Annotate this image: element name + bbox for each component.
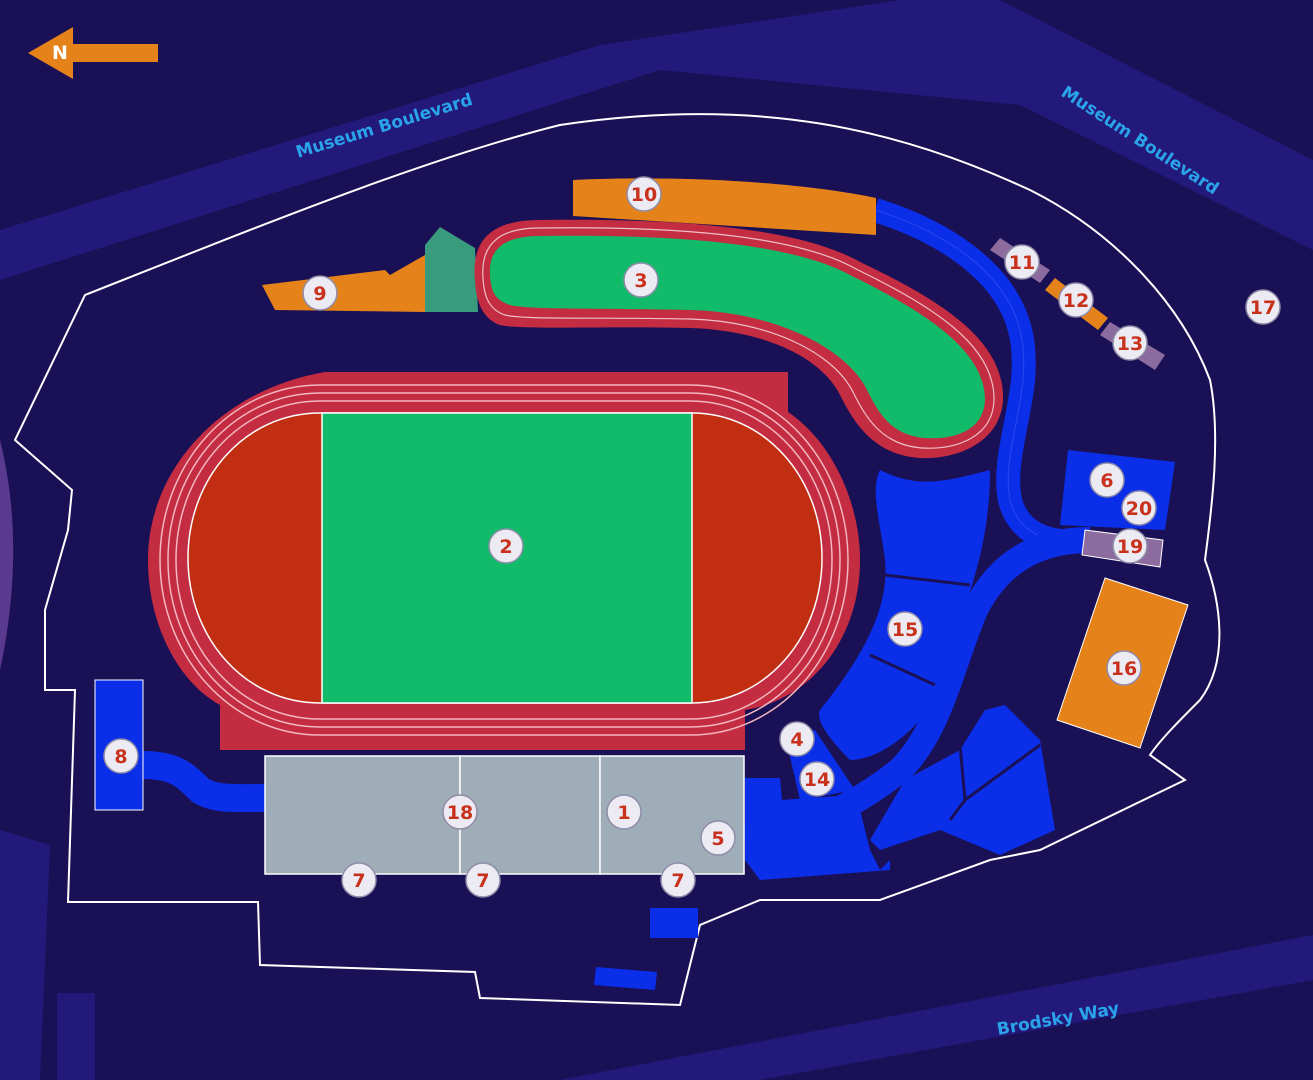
zone-marker-circle bbox=[1245, 289, 1281, 325]
zone-marker-10[interactable]: 10 bbox=[626, 176, 662, 212]
zone-marker-label: 6 bbox=[1100, 470, 1113, 492]
zone-marker-12[interactable]: 12 bbox=[1058, 282, 1094, 318]
zone-marker-circle bbox=[700, 820, 736, 856]
zone-marker-label: 7 bbox=[671, 870, 684, 892]
zone-marker-3[interactable]: 3 bbox=[623, 262, 659, 298]
zone-marker-circle bbox=[465, 862, 501, 898]
zone-9-teal-wedge bbox=[425, 227, 478, 312]
zone-marker-1[interactable]: 1 bbox=[606, 794, 642, 830]
zone-18-grandstand bbox=[264, 755, 461, 875]
zone-2-lanes-mid bbox=[167, 392, 841, 728]
zone-marker-circle bbox=[626, 176, 662, 212]
zone-marker-label: 4 bbox=[790, 729, 803, 751]
zone-marker-circle bbox=[799, 761, 835, 797]
zone-marker-20[interactable]: 20 bbox=[1121, 490, 1157, 526]
zone-southeast-stands bbox=[745, 778, 890, 880]
road-southwest-strip bbox=[57, 993, 95, 1080]
zone-south-box-b bbox=[594, 967, 657, 990]
zone-marker-4[interactable]: 4 bbox=[779, 721, 815, 757]
zone-south-box-a bbox=[650, 908, 698, 938]
zone-2-lanes-outer bbox=[159, 384, 849, 736]
zone-3-field bbox=[489, 235, 985, 439]
zone-marker-2[interactable]: 2 bbox=[488, 528, 524, 564]
zone-marker-6[interactable]: 6 bbox=[1089, 462, 1125, 498]
zone-marker-16[interactable]: 16 bbox=[1106, 650, 1142, 686]
zone-marker-label: 1 bbox=[617, 802, 630, 824]
zone-marker-19[interactable]: 19 bbox=[1112, 528, 1148, 564]
zone-marker-label: 16 bbox=[1111, 658, 1137, 680]
zone-15-divider-b bbox=[869, 653, 936, 687]
zone-marker-circle bbox=[779, 721, 815, 757]
river-edge bbox=[0, 440, 14, 670]
zone-marker-13[interactable]: 13 bbox=[1112, 325, 1148, 361]
zone-marker-7[interactable]: 7 bbox=[660, 862, 696, 898]
zone-marker-label: 17 bbox=[1250, 297, 1276, 319]
zone-marker-8[interactable]: 8 bbox=[103, 738, 139, 774]
zone-marker-14[interactable]: 14 bbox=[799, 761, 835, 797]
zone-15-divider-a bbox=[884, 573, 971, 587]
zone-marker-circle bbox=[660, 862, 696, 898]
walkway-east-outline bbox=[874, 209, 1091, 543]
walkway-east bbox=[871, 198, 1092, 554]
zone-marker-label: 9 bbox=[313, 283, 326, 305]
north-arrow: N bbox=[28, 27, 158, 79]
zone-marker-circle bbox=[1112, 528, 1148, 564]
north-arrow-shape bbox=[28, 27, 158, 79]
zone-marker-circle bbox=[1058, 282, 1094, 318]
north-arrow-label: N bbox=[52, 42, 68, 64]
venue-boundary bbox=[13, 113, 1221, 1007]
zone-marker-7[interactable]: 7 bbox=[341, 862, 377, 898]
zone-marker-17[interactable]: 17 bbox=[1245, 289, 1281, 325]
zone-marker-11[interactable]: 11 bbox=[1004, 244, 1040, 280]
zone-marker-circle bbox=[341, 862, 377, 898]
zone-marker-circle bbox=[1121, 490, 1157, 526]
zone-9-building bbox=[262, 255, 425, 312]
road-brodsky-way bbox=[560, 935, 1313, 1080]
zone-marker-circle bbox=[1106, 650, 1142, 686]
zone-marker-circle bbox=[488, 528, 524, 564]
zone-marker-circle bbox=[1089, 462, 1125, 498]
zone-marker-5[interactable]: 5 bbox=[700, 820, 736, 856]
zone-marker-label: 12 bbox=[1063, 290, 1089, 312]
zone-marker-label: 20 bbox=[1126, 498, 1152, 520]
zone-2-lanes-inner bbox=[175, 400, 833, 720]
zone-marker-label: 3 bbox=[634, 270, 647, 292]
road-west-strip bbox=[0, 830, 50, 1080]
zone-grandstand-middle bbox=[459, 755, 601, 875]
zone-marker-7[interactable]: 7 bbox=[465, 862, 501, 898]
zone-marker-18[interactable]: 18 bbox=[442, 794, 478, 830]
zone-marker-circle bbox=[606, 794, 642, 830]
zone-marker-9[interactable]: 9 bbox=[302, 275, 338, 311]
zone-marker-label: 7 bbox=[476, 870, 489, 892]
zone-marker-label: 18 bbox=[447, 802, 473, 824]
zone-marker-label: 2 bbox=[499, 536, 512, 558]
zone-east-divider-b bbox=[964, 743, 1041, 802]
zone-marker-circle bbox=[442, 794, 478, 830]
zone-marker-label: 7 bbox=[352, 870, 365, 892]
zone-marker-label: 8 bbox=[114, 746, 127, 768]
zone-3-lane bbox=[482, 227, 995, 449]
zone-marker-label: 13 bbox=[1117, 333, 1143, 355]
zone-marker-circle bbox=[623, 262, 659, 298]
walkway-west bbox=[142, 751, 266, 813]
zone-marker-circle bbox=[1112, 325, 1148, 361]
zone-marker-label: 5 bbox=[711, 828, 724, 850]
zone-marker-label: 19 bbox=[1117, 536, 1143, 558]
zone-marker-15[interactable]: 15 bbox=[887, 611, 923, 647]
zone-marker-circle bbox=[103, 738, 139, 774]
zone-marker-label: 11 bbox=[1009, 252, 1035, 274]
zone-marker-circle bbox=[1004, 244, 1040, 280]
zone-marker-label: 10 bbox=[631, 184, 657, 206]
zone-marker-label: 15 bbox=[892, 619, 918, 641]
zone-marker-circle bbox=[887, 611, 923, 647]
zone-marker-circle bbox=[302, 275, 338, 311]
road-museum-boulevard bbox=[0, 0, 1313, 280]
zone-marker-label: 14 bbox=[804, 769, 830, 791]
